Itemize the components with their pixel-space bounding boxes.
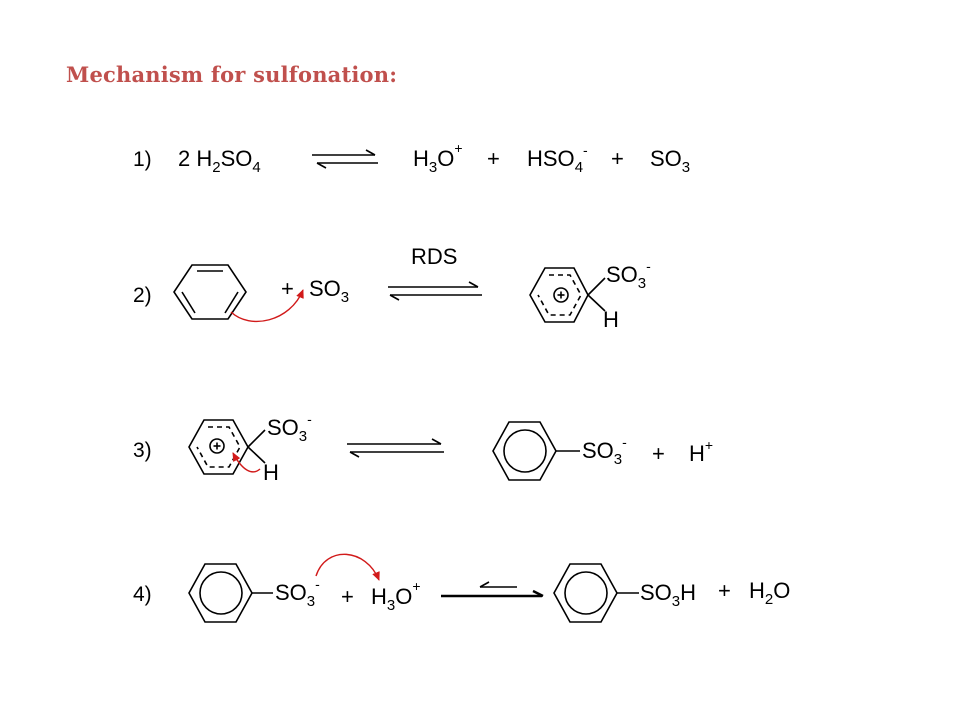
step-4-product-so3h: SO3H <box>640 580 696 610</box>
plus-sign: + <box>281 276 294 301</box>
step-2-number: 2) <box>133 284 152 307</box>
step-1-product-h3o: H3O+ <box>413 140 463 176</box>
step-4: 4) SO3- + H3O+ SO3H <box>133 553 790 623</box>
plus-sign: + <box>487 146 500 171</box>
step-3-product-h-plus: H+ <box>689 437 713 466</box>
step-2-reagent-so3: SO3 <box>309 276 349 306</box>
curly-arrow-icon <box>230 289 304 323</box>
plus-sign: + <box>652 441 665 466</box>
step-3-h: H <box>263 460 279 485</box>
curly-arrow-icon <box>315 553 380 581</box>
step-1-equilibrium-arrows <box>312 149 378 169</box>
plus-sign: + <box>611 146 624 171</box>
step-3-equilibrium-arrows <box>347 438 444 458</box>
step-4-substituent-so3-minus: SO3- <box>275 576 320 610</box>
step-4-product-h2o: H2O <box>749 578 790 608</box>
arenium-ion-icon <box>188 419 266 475</box>
step-2: 2) + SO3 RDS <box>133 244 651 332</box>
step-1-number: 1) <box>133 148 152 171</box>
step-3-number: 3) <box>133 439 152 462</box>
step-2-arrow-label: RDS <box>411 244 457 269</box>
benzene-aromatic-icon <box>553 563 639 623</box>
plus-sign: + <box>718 578 731 603</box>
step-1: 1) 2 H2SO4 H3O+ + HSO4- + SO3 <box>133 140 690 176</box>
arenium-ion-icon <box>529 267 606 323</box>
step-3-substituent-so3-minus: SO3- <box>267 411 312 445</box>
step-3-product-so3-minus: SO3- <box>582 434 627 468</box>
step-4-reagent-h3o: H3O+ <box>371 578 421 614</box>
plus-sign: + <box>341 584 354 609</box>
benzene-aromatic-icon <box>492 421 580 481</box>
step-1-product-hso4: HSO4- <box>527 142 588 176</box>
benzene-aromatic-icon <box>188 563 273 623</box>
step-1-product-so3: SO3 <box>650 146 690 176</box>
step-2-equilibrium-arrows <box>388 281 482 301</box>
step-4-equilibrium-arrows <box>441 581 544 598</box>
curly-arrow-icon <box>232 452 261 473</box>
step-2-product-so3-minus: SO3- <box>606 258 651 292</box>
step-1-reactant-h2so4: 2 H2SO4 <box>178 146 261 176</box>
step-4-number: 4) <box>133 583 152 606</box>
benzene-kekule-icon <box>173 264 247 320</box>
step-3: 3) SO3- H SO3- <box>133 411 713 485</box>
step-2-product-h: H <box>603 307 619 332</box>
slide-title: Mechanism for sulfonation: <box>66 62 398 87</box>
